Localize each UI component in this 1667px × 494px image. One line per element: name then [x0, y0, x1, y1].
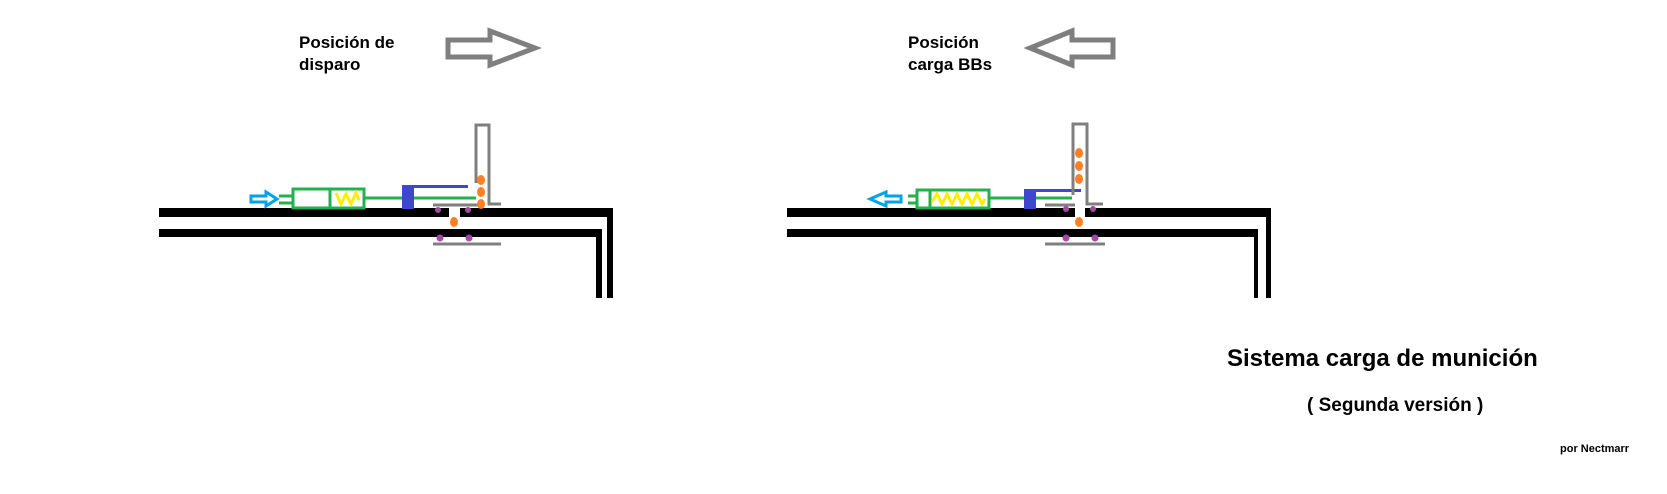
barrel-pipe	[159, 208, 613, 298]
loading-position-diagram: Posición carga BBs	[787, 27, 1271, 298]
air-cylinder	[279, 187, 476, 210]
seals	[435, 207, 473, 242]
spring-icon	[334, 189, 361, 208]
piston-block	[402, 185, 468, 209]
seals	[1062, 206, 1099, 242]
arrow-left-outline-icon	[1023, 27, 1116, 69]
loading-position-label-line2: carga BBs	[908, 55, 992, 74]
author-credit: por Nectmarr	[1560, 443, 1630, 455]
air-arrow-right-icon	[249, 189, 280, 209]
diagram-subtitle: ( Segunda versión )	[1307, 395, 1483, 416]
diagram-title: Sistema carga de munición	[1227, 345, 1538, 372]
bb-magazine	[433, 123, 501, 246]
bb-pellets	[450, 175, 485, 227]
loading-position-label-line1: Posición	[908, 33, 979, 52]
spring-icon	[930, 190, 987, 208]
firing-position-diagram: Posición de disparo	[159, 27, 613, 298]
firing-position-label-line1: Posición de	[299, 33, 394, 52]
bb-pellets	[1075, 148, 1083, 227]
arrow-right-outline-icon	[445, 27, 543, 69]
bb-magazine	[1045, 122, 1105, 246]
piston-block	[1024, 189, 1081, 209]
barrel-pipe	[787, 208, 1271, 298]
air-arrow-left-icon	[866, 189, 903, 209]
firing-position-label-line2: disparo	[299, 55, 360, 74]
